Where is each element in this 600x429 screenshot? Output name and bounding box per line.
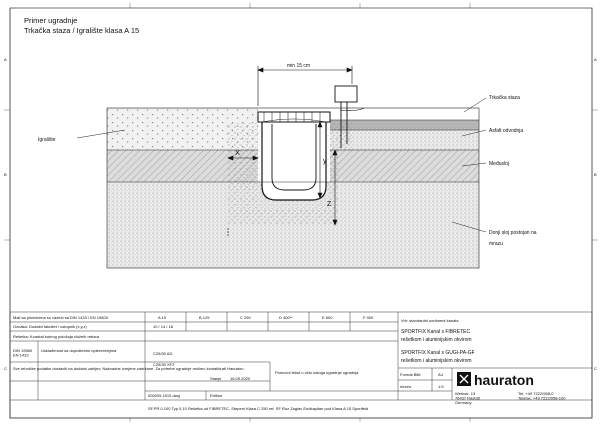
dimension-z: Z xyxy=(327,201,332,208)
label-running-track: Trkačka staza xyxy=(489,95,520,101)
dimension-y: y xyxy=(323,158,327,165)
tb-scale-value: 1:5 xyxy=(438,384,444,389)
tb-concrete-xf2: C25/30 XF2 xyxy=(153,362,175,367)
drawing-subtitle: Trkačka staza / Igralište klasa A 15 xyxy=(24,26,139,35)
dimensions xyxy=(227,66,353,236)
layer-asphalt xyxy=(330,130,479,150)
layer-intermediate-right xyxy=(330,150,479,182)
tb-stamp-label: Stanje xyxy=(210,376,222,381)
tb-compliance: Usklađenost sa dopuštenim opterećenjima xyxy=(41,348,117,353)
tb-desc1-line1: SPORTFIX Kanal s FIBRETEC xyxy=(401,329,470,335)
label-frost-layer-1: Donji sloj postojan na xyxy=(489,230,537,236)
anchor-block xyxy=(334,85,358,103)
drawing-title: Primer ugradnje xyxy=(24,16,77,25)
frame-ticks xyxy=(4,3,598,422)
tb-class-c250: C 250 xyxy=(240,315,251,320)
tb-desc2-line1: SPORTFIX Kanal s GUGI-PA-GF xyxy=(401,350,475,356)
tb-disclaimer: Sve tehničke podatke dostaviti na dodatn… xyxy=(13,366,245,371)
tb-drawing-number: 000005 1515 dwg xyxy=(148,393,180,398)
leader-lines xyxy=(76,97,487,233)
tb-row-standard: Mali sa pločnicima su važeći sa DIN 1433… xyxy=(13,315,109,320)
tb-stamp-date: 16.09.2020 xyxy=(230,376,251,381)
tb-installation-note: Pomoćni tekst u vidu naloga ugradnje ugr… xyxy=(275,370,359,375)
tb-scale-label: mrežu xyxy=(400,384,411,389)
tb-format-value: A4 xyxy=(438,372,444,377)
tb-edition: Edition xyxy=(210,393,222,398)
tb-class-a15: A 15 xyxy=(158,315,167,320)
tb-class-d400: D 400** xyxy=(279,315,293,320)
frame-letter-left-c: C xyxy=(4,366,7,371)
label-frost-layer-2: mrazu xyxy=(489,241,503,247)
channel-inner xyxy=(271,124,317,191)
cross-section xyxy=(106,85,480,269)
frame-letter-right-b: B xyxy=(594,172,597,177)
tb-desc2-line2: rešetkom i aluminijskim okvirom xyxy=(401,358,472,364)
tb-footer-description: SF.PR.0.100 Typ 0,10 Rešetka od FIBRETEC… xyxy=(148,406,368,411)
frame-letter-right-c: C xyxy=(594,366,597,371)
label-asphalt: Asfalt odvodnja xyxy=(489,128,523,134)
frame-letter-left-b: B xyxy=(4,172,7,177)
label-playground: Igralište xyxy=(38,137,56,143)
hauraton-logo: hauraton xyxy=(457,372,534,388)
tb-class-b125: B 125 xyxy=(199,315,210,320)
frame-letter-left-a: A xyxy=(4,57,7,62)
title-block xyxy=(9,311,593,419)
tb-row-grating: Rešetka: Kvadrat kutnog položaja vložnih… xyxy=(13,334,100,339)
tb-concrete-ad: C25/30 AD xyxy=(153,351,172,356)
tb-class-f900: F 900 xyxy=(363,315,374,320)
grating-frame xyxy=(257,111,331,123)
tb-class-row2: 10 / 14 / 18 xyxy=(153,324,174,329)
layer-running-track xyxy=(330,120,479,130)
tb-row-designation: Oznaka: Dodatni fakultet / ustupnik (x,y… xyxy=(13,324,87,329)
dimension-x: X xyxy=(235,148,240,157)
frame-letter-right-a: A xyxy=(594,57,597,62)
concrete-bedding xyxy=(228,122,352,225)
brand-name: hauraton xyxy=(474,372,534,388)
tb-format-label: Format Blitt xyxy=(400,372,421,377)
label-intermediate-layer: Međusloj xyxy=(489,161,509,167)
dimension-min-15cm: min 15 cm xyxy=(287,63,310,69)
tb-desc-head: Vrh: standardni sortiment kanala xyxy=(401,318,459,323)
tb-class-e600: E 600 xyxy=(322,315,333,320)
tb-desc1-line2: rešetkom i aluminijskim okvirom xyxy=(401,337,472,343)
